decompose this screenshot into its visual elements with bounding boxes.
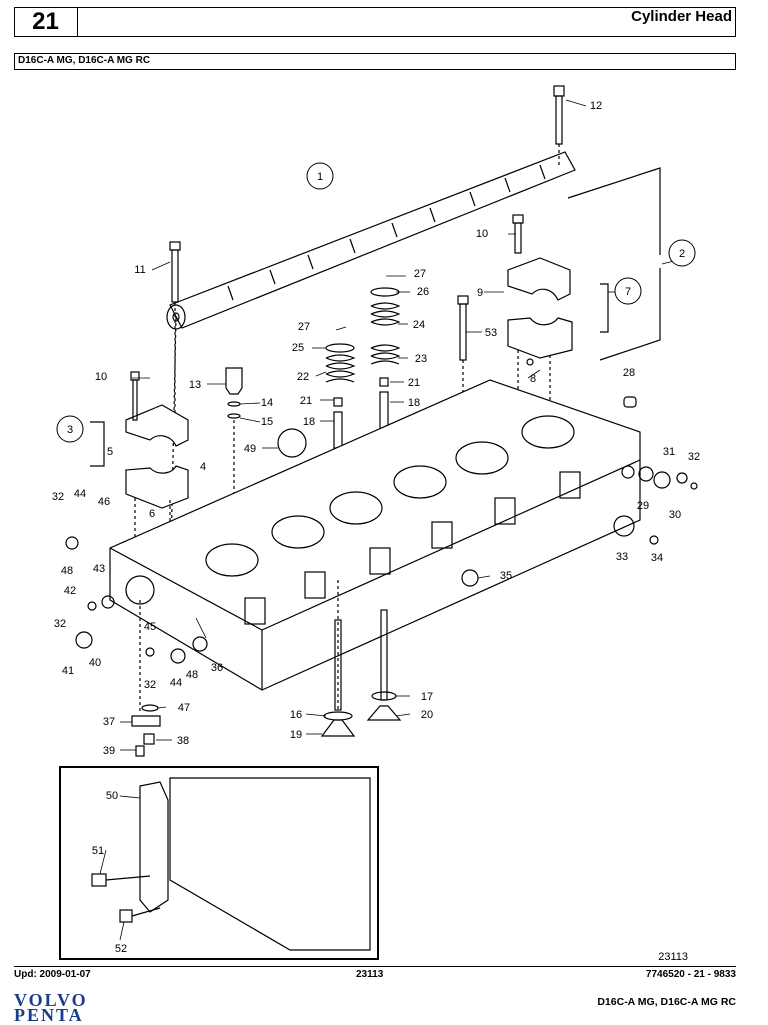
callout-18b: 18: [408, 397, 420, 409]
callout-46: 46: [98, 496, 110, 508]
callout-32c: 32: [144, 679, 156, 691]
callout-29: 29: [637, 500, 649, 512]
callout-24: 24: [413, 319, 425, 331]
callout-20: 20: [421, 709, 433, 721]
header-frame: [14, 7, 736, 37]
group-number: 21: [14, 7, 78, 37]
model-designation: D16C-A MG, D16C-A MG RC: [14, 53, 736, 70]
callout-30: 30: [669, 509, 681, 521]
callout-48a: 48: [61, 565, 73, 577]
cylinder-head-block: [109, 379, 641, 691]
callout-52: 52: [115, 943, 127, 955]
callout-27b: 27: [414, 268, 426, 280]
callout-1: 1: [317, 171, 323, 183]
callout-19: 19: [290, 729, 302, 741]
callout-18a: 18: [303, 416, 315, 428]
illustration-number: 23113: [356, 969, 384, 980]
logo-line-2: PENTA: [14, 1005, 84, 1025]
callout-47: 47: [178, 702, 190, 714]
footer-divider: [14, 966, 736, 967]
bolt-12: [553, 85, 565, 166]
update-date: Upd: 2009-01-07: [14, 969, 91, 980]
callout-4: 4: [200, 461, 206, 473]
callout-32a: 32: [52, 491, 64, 503]
callout-17: 17: [421, 691, 433, 703]
callout-38: 38: [177, 735, 189, 747]
bearing-cap-right: [507, 167, 661, 405]
illustration-reference: 23113: [658, 951, 688, 963]
callout-39: 39: [103, 745, 115, 757]
callout-50: 50: [106, 790, 118, 802]
callout-21b: 21: [408, 377, 420, 389]
document-number: 7746520 - 21 - 9833: [645, 969, 736, 980]
detail-inset: [59, 766, 379, 960]
callout-32d: 32: [688, 451, 700, 463]
callout-34: 34: [651, 552, 663, 564]
callout-3: 3: [67, 424, 73, 436]
callout-27a: 27: [298, 321, 310, 333]
callout-41: 41: [62, 665, 74, 677]
callout-15: 15: [261, 416, 273, 428]
callout-40: 40: [89, 657, 101, 669]
bearing-cap-left: [90, 371, 189, 540]
callout-labels: 1 2 3 4 5 6 7 8 9 10 10 11 12 13 14 15 1…: [52, 100, 700, 955]
callout-49: 49: [244, 443, 256, 455]
callout-23: 23: [415, 353, 427, 365]
callout-44b: 44: [170, 677, 182, 689]
callout-37: 37: [103, 716, 115, 728]
callout-26: 26: [417, 286, 429, 298]
callout-28: 28: [623, 367, 635, 379]
bolt-11: [169, 241, 181, 420]
callout-32b: 32: [54, 618, 66, 630]
callout-21a: 21: [300, 395, 312, 407]
callout-48b: 48: [186, 669, 198, 681]
callout-22: 22: [297, 371, 309, 383]
callout-33: 33: [616, 551, 628, 563]
logo-line-1: VOLVO: [14, 990, 88, 1010]
callout-6: 6: [149, 508, 155, 520]
exploded-parts-drawing: 1 2 3 4 5 6 7 8 9 10 10 11 12 13 14 15 1…: [52, 85, 700, 960]
footer-models: D16C-A MG, D16C-A MG RC: [597, 996, 736, 1008]
callout-9: 9: [477, 287, 483, 299]
callout-42: 42: [64, 585, 76, 597]
callout-13: 13: [189, 379, 201, 391]
callout-7: 7: [625, 286, 631, 298]
callout-53: 53: [485, 327, 497, 339]
callout-51: 51: [92, 845, 104, 857]
callout-2: 2: [679, 248, 685, 260]
page-title: Cylinder Head: [631, 8, 732, 25]
callout-31: 31: [663, 446, 675, 458]
callout-5: 5: [107, 446, 113, 458]
callout-10b: 10: [476, 228, 488, 240]
callout-25: 25: [292, 342, 304, 354]
callout-36: 36: [211, 662, 223, 674]
callout-43: 43: [93, 563, 105, 575]
callout-45: 45: [144, 621, 156, 633]
small-parts-right: [277, 358, 698, 587]
callout-14: 14: [261, 397, 273, 409]
volvo-penta-logo: VOLVO PENTA: [14, 990, 118, 1025]
callout-8: 8: [530, 373, 536, 385]
callout-35: 35: [500, 570, 512, 582]
callout-12: 12: [590, 100, 602, 112]
callout-10a: 10: [95, 371, 107, 383]
callout-11: 11: [134, 264, 145, 276]
callout-16: 16: [290, 709, 302, 721]
callout-44a: 44: [74, 488, 86, 500]
